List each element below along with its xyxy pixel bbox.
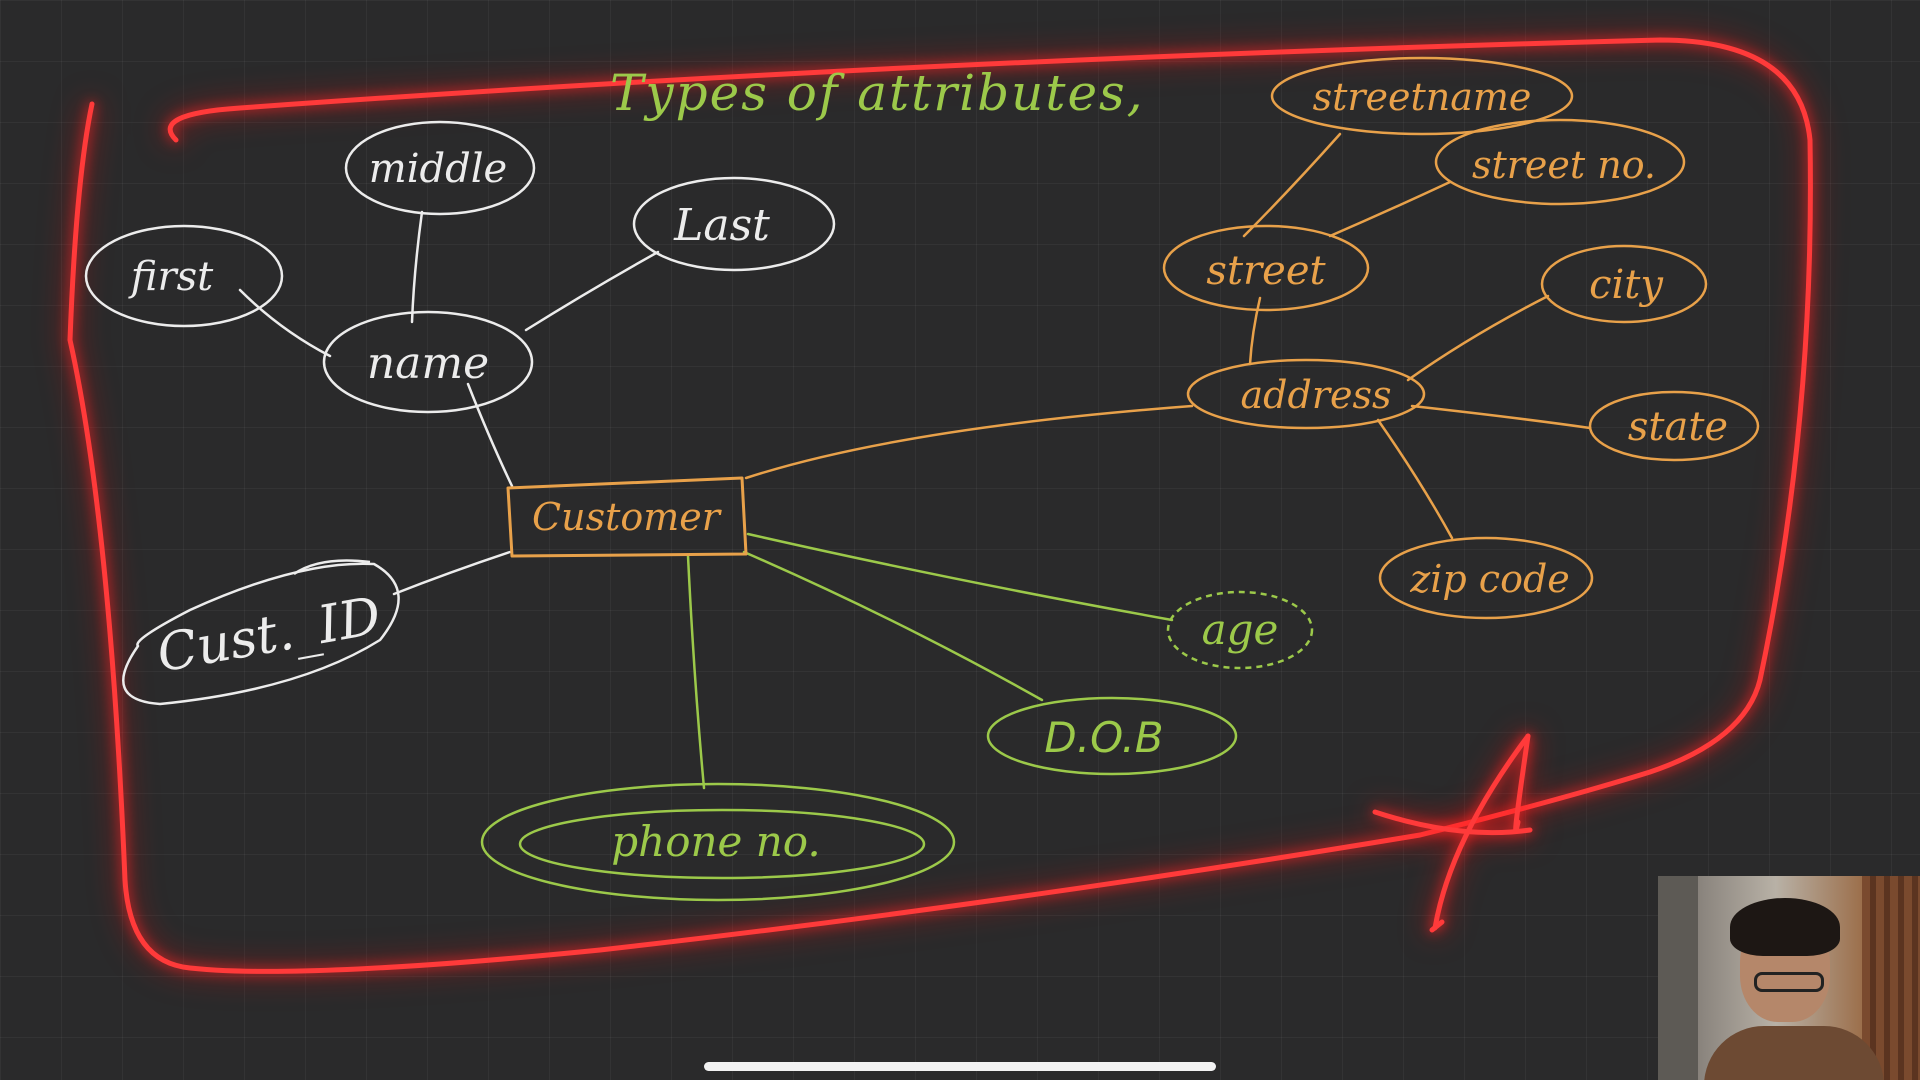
attribute-city-label: city — [1589, 262, 1664, 308]
connector-name-customer — [466, 382, 514, 488]
attribute-street-no[interactable]: street no. — [1434, 118, 1686, 206]
connector-streetname-street — [1242, 132, 1342, 238]
connector-customer-dob — [742, 550, 1044, 702]
attribute-address-label: address — [1241, 373, 1392, 417]
connector-streetno-street — [1328, 180, 1452, 238]
connector-last-name — [524, 250, 660, 332]
highlight-frame — [67, 37, 1813, 974]
attribute-zip-code-label: zip code — [1409, 557, 1570, 601]
attribute-middle[interactable]: middle — [344, 120, 536, 216]
customer-entity-label: Customer — [532, 495, 723, 539]
connector-street-address — [1248, 296, 1262, 366]
attribute-street[interactable]: street — [1162, 224, 1370, 312]
attribute-age-label: age — [1202, 605, 1279, 654]
attribute-first[interactable]: first — [84, 224, 284, 328]
connector-customer-address — [744, 404, 1194, 480]
attribute-dob[interactable]: D.O.B — [986, 696, 1238, 776]
attribute-age-derived[interactable]: age — [1166, 590, 1314, 670]
attribute-state[interactable]: state — [1588, 390, 1760, 462]
attribute-street-name-label: streetname — [1313, 75, 1532, 119]
diagram-title: Types of attributes, — [610, 64, 1145, 122]
annotation-a-mark — [1372, 733, 1533, 933]
attribute-city[interactable]: city — [1540, 244, 1708, 324]
attribute-phone-no-multivalued[interactable]: phone no. — [480, 782, 956, 902]
connector-first-name — [238, 288, 332, 358]
attribute-cust-id-key[interactable]: Cust._ID — [122, 559, 400, 706]
attribute-last-label: Last — [673, 200, 770, 251]
attribute-street-name[interactable]: streetname — [1270, 56, 1574, 136]
webcam-background-curtain — [1862, 876, 1920, 1080]
attribute-street-no-label: street no. — [1472, 143, 1656, 187]
connector-city-address — [1406, 294, 1550, 382]
webcam-overlay — [1658, 876, 1920, 1080]
connector-middle-name — [410, 210, 424, 324]
webcam-background-shelf — [1658, 876, 1698, 1080]
presenter-torso — [1704, 1026, 1884, 1080]
connector-customer-age — [746, 532, 1174, 622]
home-indicator-bar[interactable] — [704, 1062, 1216, 1071]
white-connectors — [238, 210, 660, 596]
attribute-first-label: first — [128, 254, 214, 300]
green-connectors — [686, 532, 1174, 790]
connector-zip-address — [1376, 418, 1454, 540]
attribute-dob-label: D.O.B — [1044, 713, 1163, 762]
attribute-last[interactable]: Last — [632, 176, 836, 272]
connector-customer-phone — [686, 554, 706, 790]
customer-entity[interactable]: Customer — [506, 476, 748, 558]
annotation-a-label: A — [1540, 758, 1541, 761]
presenter-hair — [1730, 898, 1840, 956]
attribute-cust-id-label: Cust._ID — [153, 586, 386, 684]
attribute-address[interactable]: address — [1186, 358, 1426, 430]
connector-custid-customer — [392, 550, 512, 596]
attribute-street-label: street — [1206, 248, 1326, 294]
attribute-name[interactable]: name — [322, 310, 534, 414]
connector-state-address — [1410, 404, 1592, 430]
orange-connectors — [744, 132, 1592, 540]
attribute-middle-label: middle — [369, 146, 507, 192]
attribute-state-label: state — [1628, 404, 1728, 450]
attribute-zip-code[interactable]: zip code — [1378, 536, 1594, 620]
attribute-name-label: name — [367, 338, 489, 389]
attribute-phone-no-label: phone no. — [611, 817, 820, 866]
presenter-glasses-icon — [1754, 972, 1824, 992]
